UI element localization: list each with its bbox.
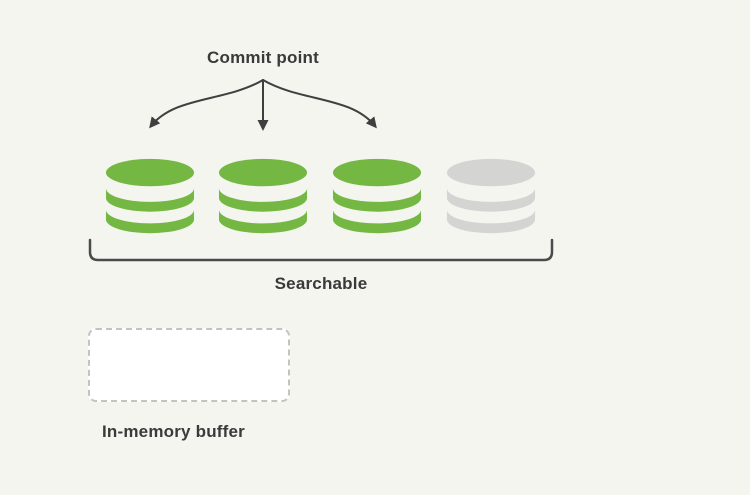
commit-point-label: Commit point [207,48,319,67]
in-memory-buffer-box [88,328,290,402]
arrow-left-icon [149,79,264,129]
searchable-label: Searchable [274,274,368,293]
segment-icon-3 [332,158,422,238]
segment-icon-4 [446,158,536,238]
commit-arrows [149,79,377,131]
in-memory-buffer-label: In-memory buffer [102,422,245,441]
segment-icon-1 [105,158,195,238]
segment-icon-2 [218,158,308,238]
searchable-bracket [88,238,554,262]
arrow-right-icon [262,79,377,129]
